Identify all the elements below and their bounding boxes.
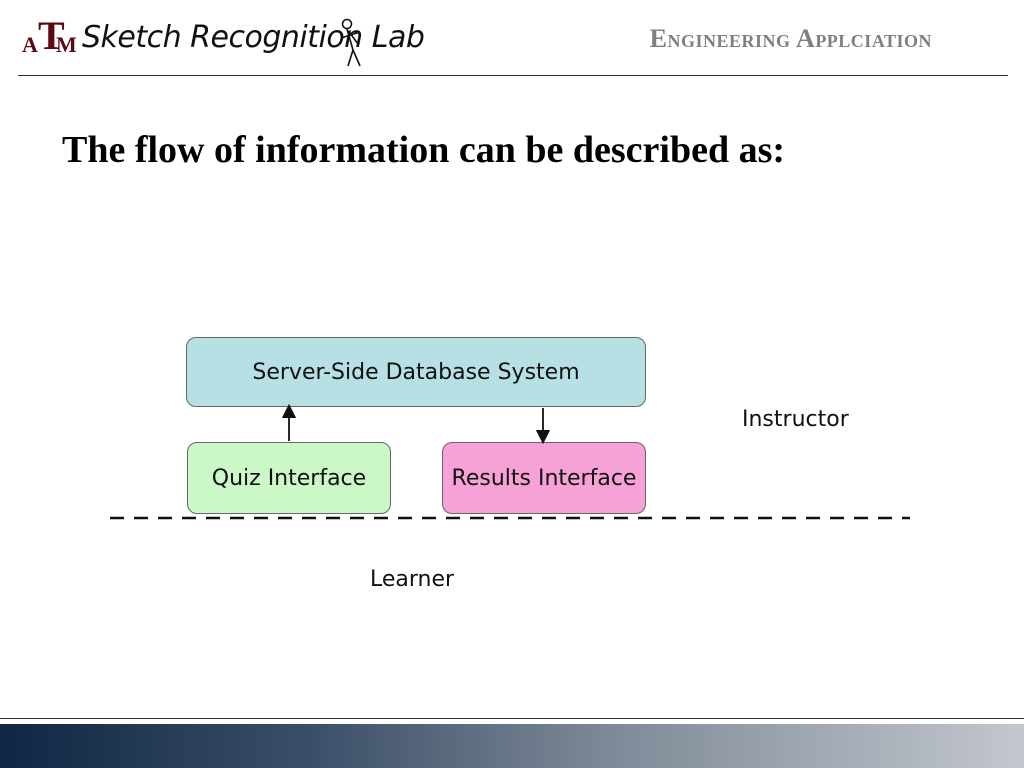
instructor-label: Instructor — [742, 407, 849, 432]
slide-heading: Engineering Applciation — [649, 24, 932, 53]
main-statement: The flow of information can be described… — [62, 129, 786, 171]
results-interface-box: Results Interface — [442, 442, 646, 514]
footer-divider — [0, 718, 1024, 719]
lab-name: Sketch Recognition Lab — [82, 20, 425, 55]
server-database-label: Server-Side Database System — [252, 359, 580, 385]
server-database-box: Server-Side Database System — [186, 337, 646, 407]
logo-letter-t: T — [38, 13, 65, 58]
footer-gradient-bar — [0, 724, 1024, 768]
stick-figure-icon — [340, 18, 361, 67]
tamu-logo: A T M — [22, 13, 77, 62]
quiz-interface-label: Quiz Interface — [211, 465, 367, 491]
results-interface-label: Results Interface — [451, 465, 637, 491]
logo-letter-a: A — [22, 32, 38, 57]
header-divider — [18, 75, 1008, 76]
learner-label: Learner — [370, 567, 455, 592]
quiz-interface-box: Quiz Interface — [187, 442, 391, 514]
slide-header: A T M Sketch Recognition Lab Engineering… — [0, 0, 1024, 78]
logo-letter-m: M — [56, 32, 77, 57]
